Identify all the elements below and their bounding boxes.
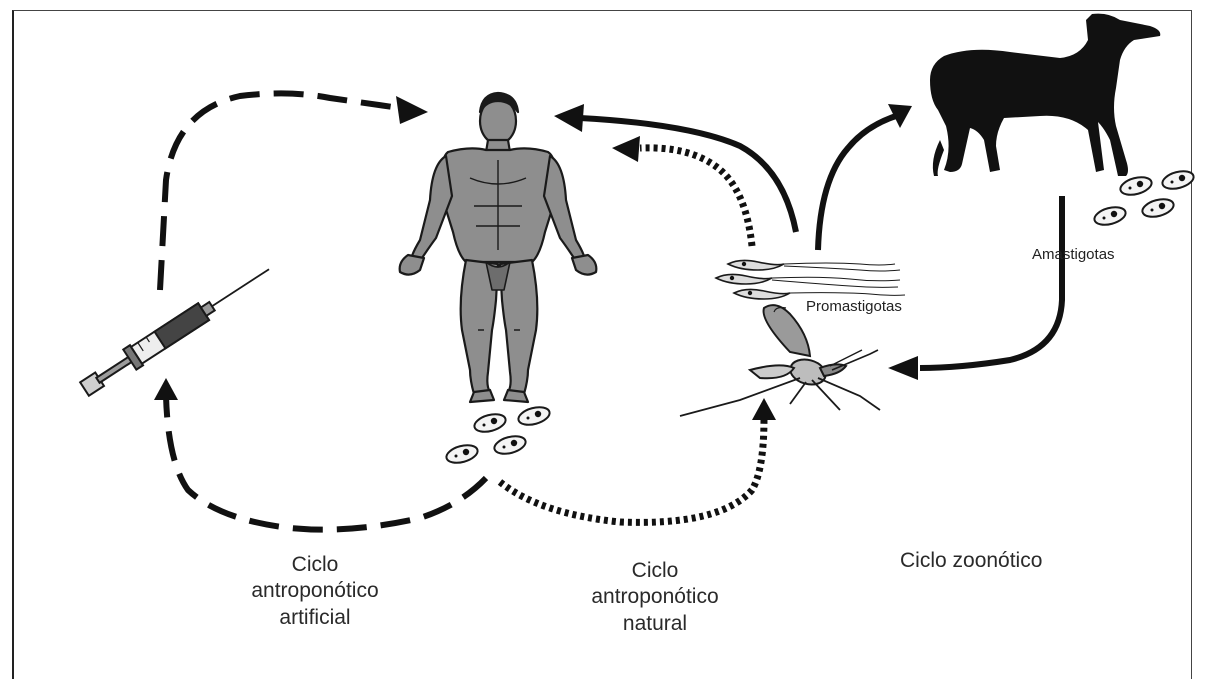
cycle-artificial-line-1: Ciclo — [200, 552, 430, 578]
cycle-natural-line-1: Ciclo — [540, 558, 770, 584]
artificial-cycle-arrowheads — [154, 96, 428, 400]
cycle-natural-line-2: antroponótico — [540, 584, 770, 610]
cycle-natural-label: Ciclo antroponótico natural — [540, 558, 770, 637]
cycle-natural-line-3: natural — [540, 611, 770, 637]
cycle-zoonotic-label: Ciclo zoonótico — [900, 548, 1042, 574]
amastigotes-label: Amastigotas — [1032, 246, 1115, 265]
cycle-artificial-line-2: antroponótico — [200, 578, 430, 604]
dog-amastigote-cells — [1092, 168, 1195, 228]
cycle-artificial-line-3: artificial — [200, 605, 430, 631]
dog-silhouette — [930, 14, 1160, 176]
promastigotes-label: Promastigotas — [806, 298, 902, 317]
promastigote-cells — [716, 260, 905, 299]
syringe — [78, 259, 276, 399]
cycle-artificial-label: Ciclo antroponótico artificial — [200, 552, 430, 631]
human-amastigote-cells — [444, 404, 551, 466]
sandfly — [680, 305, 880, 416]
human-figure — [400, 93, 597, 402]
